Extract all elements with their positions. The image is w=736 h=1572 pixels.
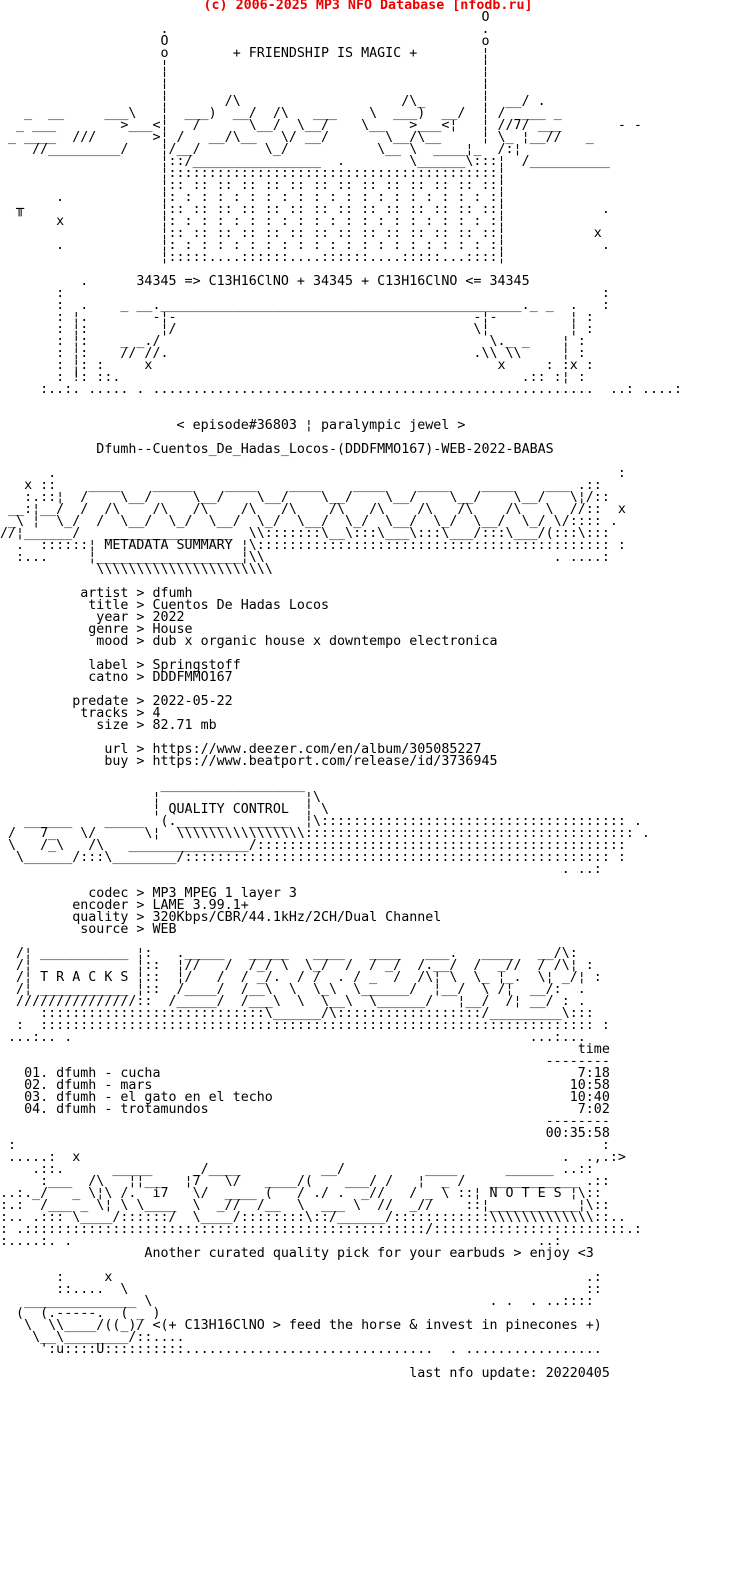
quality-control-banner: __________________ ¦ ¦\ ¦ QUALITY CONTRO… <box>8 778 650 877</box>
tagline-line: Another curated quality pick for your ea… <box>144 1246 594 1261</box>
metadata-fields: artist > dfumh title > Cuentos De Hadas … <box>72 586 498 769</box>
tracks-banner: /¦ ___________ ¦: ._____ _____ ____ ____… <box>8 946 610 1045</box>
ascii-art-top-scene: O . . O o o + FRIENDSHIP IS MAGIC + ¦ <box>8 10 642 265</box>
notes-banner: : : .....: x . .,.:> .::. _____ _/____ _… <box>0 1138 642 1249</box>
copyright-banner: (c) 2006-2025 MP3 NFO Database [nfodb.ru… <box>203 0 533 13</box>
formula-scene: . 34345 => C13H16ClNO + 34345 + C13H16Cl… <box>40 274 683 397</box>
track-list: time -------- 01. dfumh - cucha 7:18 02.… <box>24 1042 610 1141</box>
release-name-line: Dfumh--Cuentos_De_Hadas_Locos-(DDDFMMO16… <box>96 442 554 457</box>
episode-line: < episode#36803 ¦ paralympic jewel > <box>176 418 466 433</box>
metadata-summary-banner: . : x :: ____ _____ ____ ____ ____ ____ … <box>0 466 626 577</box>
horse-art: : x .: ::.... \ :: ______________ \ <box>16 1270 602 1357</box>
footer-update-line: last nfo update: 20220405 <box>409 1366 610 1381</box>
quality-fields: codec > MP3 MPEG 1 layer 3 encoder > LAM… <box>72 886 442 937</box>
